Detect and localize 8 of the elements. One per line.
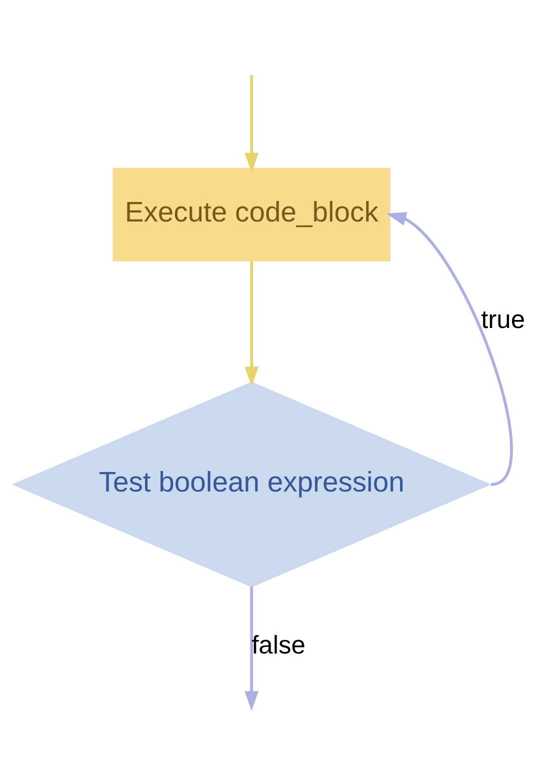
arrow [244,75,259,173]
arrow [386,212,513,486]
node-box: Execute code_block [112,168,390,262]
arrow [244,586,259,712]
edge-label: false [252,632,306,660]
node-diamond: Test boolean expression [12,382,492,588]
edge-label: true [481,306,526,334]
arrow [244,260,259,386]
